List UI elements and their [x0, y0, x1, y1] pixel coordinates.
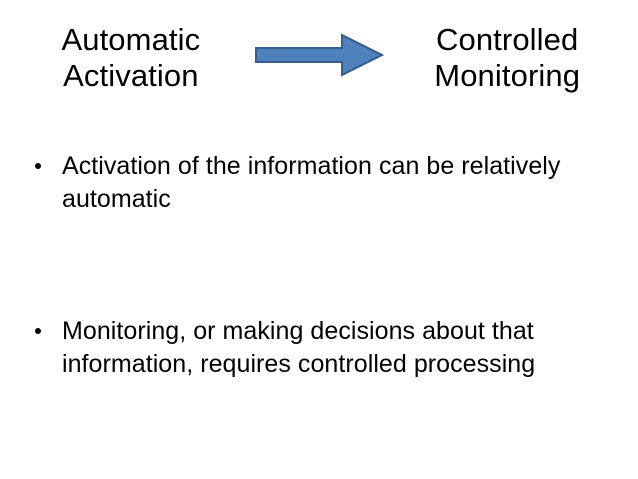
- bullet-dot-icon: [35, 163, 41, 169]
- header-left-line2: Activation: [63, 58, 199, 93]
- header-left-line1: Automatic: [61, 22, 201, 57]
- paragraph-spacer: [0, 216, 638, 315]
- bullet-text: Activation of the information can be rel…: [62, 152, 561, 213]
- arrow-cell: [254, 22, 385, 118]
- bullet-dot-icon: [35, 328, 41, 334]
- header-right-line2: Monitoring: [434, 58, 581, 93]
- bullet-list: Activation of the information can be rel…: [0, 150, 638, 381]
- list-item: Monitoring, or making decisions about th…: [0, 315, 638, 381]
- header-right-line1: Controlled: [436, 22, 579, 57]
- bullet-text: Monitoring, or making decisions about th…: [62, 317, 536, 378]
- header-row: Automatic Activation Controlled Monitori…: [0, 22, 638, 118]
- header-right-controlled-monitoring: Controlled Monitoring: [384, 22, 638, 94]
- header-left-automatic-activation: Automatic Activation: [0, 22, 254, 94]
- list-item: Activation of the information can be rel…: [0, 150, 638, 216]
- right-block-arrow-icon: [254, 33, 384, 77]
